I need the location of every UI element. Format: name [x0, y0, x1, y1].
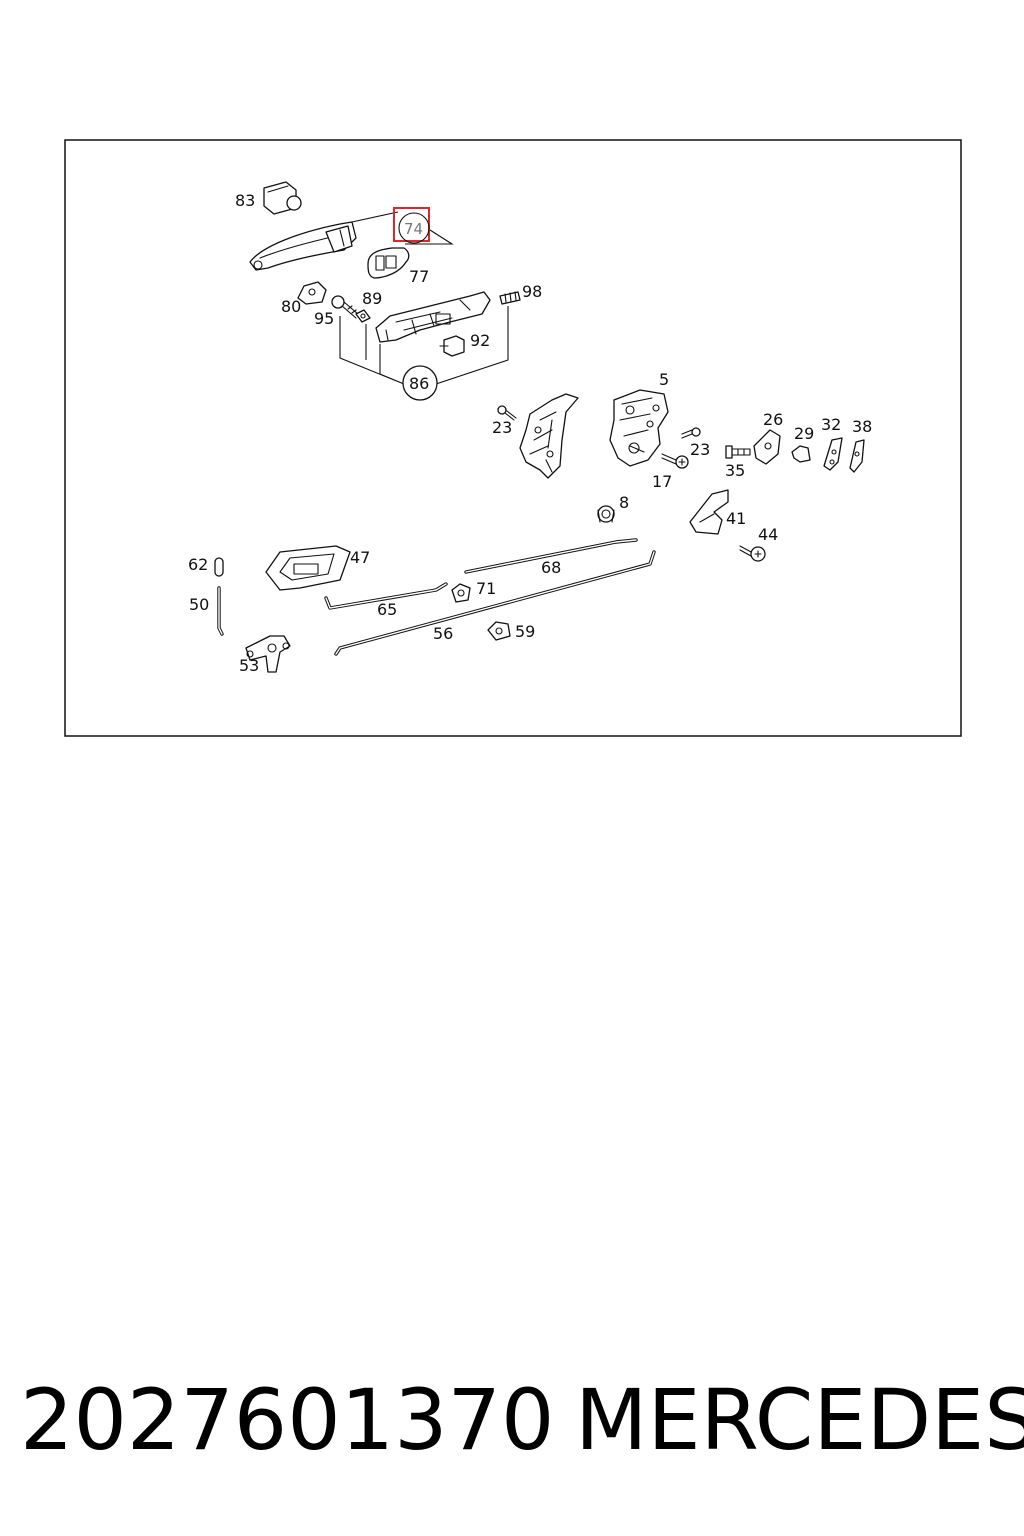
- part-74-door-handle: [249, 221, 357, 271]
- callout-77: 77: [409, 267, 429, 286]
- part-68-rod: [464, 538, 638, 574]
- part-29-clip: [791, 445, 811, 463]
- callout-47: 47: [350, 548, 370, 567]
- callout-80: 80: [281, 297, 301, 316]
- part-lock-housing: [519, 393, 579, 479]
- exploded-parts-diagram: 83 74 77 80 89 95 98 92 86 5 23 23 26 29…: [64, 139, 962, 737]
- part-5-door-lock: [609, 389, 669, 467]
- callout-56: 56: [433, 624, 453, 643]
- diagram-frame: [64, 139, 962, 737]
- callout-5: 5: [659, 370, 669, 389]
- callout-38: 38: [852, 417, 872, 436]
- part-89-bushing: [355, 309, 371, 323]
- callout-95: 95: [314, 309, 334, 328]
- callout-86: 86: [409, 374, 429, 393]
- callout-circle-86: [402, 365, 438, 401]
- callout-68: 68: [541, 558, 561, 577]
- callout-32: 32: [821, 415, 841, 434]
- part-44-screw: [739, 545, 766, 562]
- part-86-handle-carrier: [375, 291, 491, 343]
- part-47-inner-handle: [265, 545, 351, 591]
- callout-23-right: 23: [690, 440, 710, 459]
- part-17-screw: [661, 453, 689, 469]
- part-95-screw: [331, 295, 359, 319]
- part-35-bolt: [725, 445, 751, 459]
- callout-17: 17: [652, 472, 672, 491]
- callout-53: 53: [239, 656, 259, 675]
- callout-26: 26: [763, 410, 783, 429]
- callout-labels: 83 74 77 80 89 95 98 92 86 5 23 23 26 29…: [188, 191, 872, 675]
- part-50-knob-rod: [217, 586, 224, 636]
- part-83-lock-cylinder: [263, 181, 302, 215]
- callout-62: 62: [188, 555, 208, 574]
- callout-71: 71: [476, 579, 496, 598]
- brand-name: MERCEDES: [575, 1371, 1024, 1469]
- caption-bar: 2027601370 MERCEDES: [0, 1360, 1024, 1480]
- callout-41: 41: [726, 509, 746, 528]
- callout-29: 29: [794, 424, 814, 443]
- part-59-clip: [487, 621, 511, 641]
- part-92-clip: [439, 335, 465, 357]
- part-41-cover: [689, 489, 729, 535]
- part-71-clip: [451, 583, 471, 603]
- part-98-pin: [499, 291, 521, 305]
- part-32-plate: [823, 437, 843, 471]
- part-62-lock-knob: [214, 557, 224, 577]
- part-77-grip-insert: [367, 247, 410, 279]
- leader-lines-86: [339, 306, 509, 385]
- callout-44: 44: [758, 525, 778, 544]
- part-number: 2027601370: [20, 1371, 555, 1469]
- part-53-lever: [245, 635, 291, 673]
- part-56-rod: [334, 550, 656, 656]
- part-8-grommet: [597, 505, 615, 523]
- part-80-bracket: [297, 281, 327, 305]
- callout-8: 8: [619, 493, 629, 512]
- callout-35: 35: [725, 461, 745, 480]
- callout-98: 98: [522, 282, 542, 301]
- callout-74-circle: [398, 212, 430, 244]
- leader-line-74: [351, 211, 454, 245]
- callout-23-left: 23: [492, 418, 512, 437]
- callout-65: 65: [377, 600, 397, 619]
- callout-50: 50: [189, 595, 209, 614]
- part-65-rod: [324, 582, 448, 610]
- callout-74: 74: [404, 220, 423, 238]
- part-38-shim: [849, 439, 865, 473]
- part-23-screw-right: [681, 427, 701, 439]
- part-23-screw-left: [497, 405, 517, 421]
- part-26-striker: [753, 429, 781, 465]
- callout-59: 59: [515, 622, 535, 641]
- callout-89: 89: [362, 289, 382, 308]
- callout-92: 92: [470, 331, 490, 350]
- callout-83: 83: [235, 191, 255, 210]
